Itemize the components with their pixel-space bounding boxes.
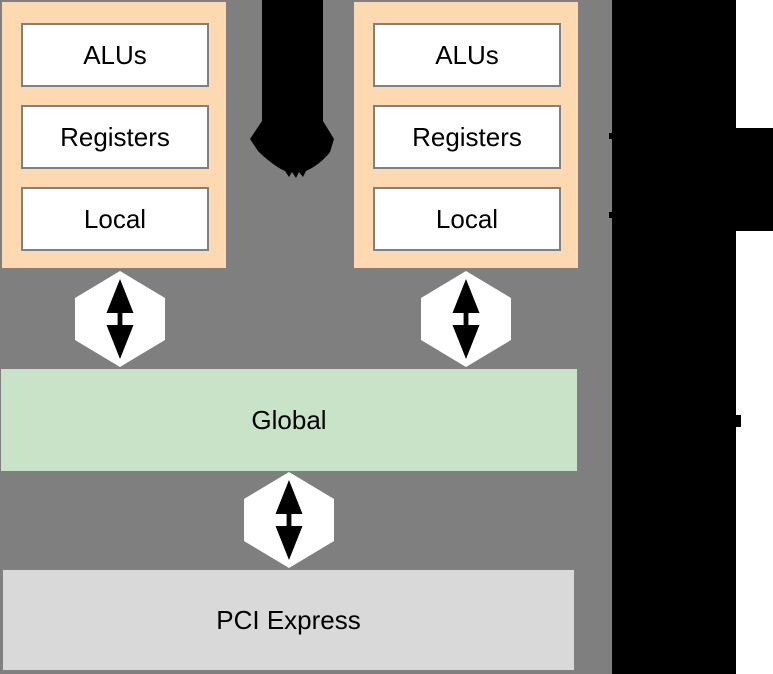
pointer-line-end [609,133,613,139]
local-memory-label: Local [435,204,499,234]
registers-box: Registers [21,105,209,169]
alus-label: ALUs [83,40,147,70]
pci-express-box: PCI Express [1,568,576,672]
global-memory-box: Global [1,369,577,471]
registers-label: Registers [60,122,170,152]
local-memory-label: Local [83,204,147,234]
pci-express-label: PCI Express [216,604,361,635]
bidirectional-arrow-icon [244,472,334,568]
redacted-label-band [736,128,773,231]
pointer-line-end [609,212,613,218]
bidirectional-arrow-icon [75,271,165,367]
local-memory-box: Local [373,187,561,251]
registers-label: Registers [412,122,522,152]
local-memory-box: Local [21,187,209,251]
alus-box: ALUs [373,23,561,87]
registers-box: Registers [373,105,561,169]
global-memory-label: Global [251,404,327,435]
compute-unit-2: ALUs Registers Local [352,0,580,270]
bidirectional-arrow-icon [421,271,511,367]
alus-label: ALUs [435,40,499,70]
ellipsis-blob-shape [250,0,334,178]
compute-unit-1: ALUs Registers Local [0,0,228,270]
alus-box: ALUs [21,23,209,87]
redacted-pointer-mark [736,415,741,427]
redacted-label-column [612,0,736,674]
